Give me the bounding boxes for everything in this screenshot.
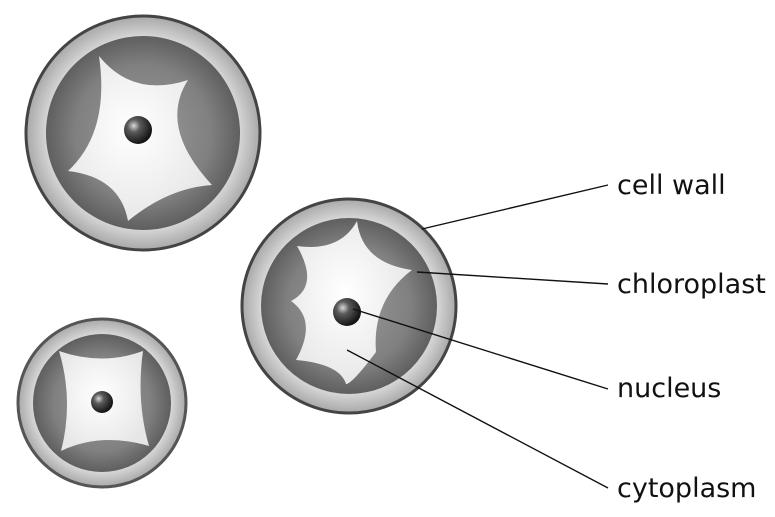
- chloroplast-label: chloroplast: [617, 269, 766, 300]
- nucleus-label: nucleus: [617, 373, 721, 404]
- nucleus: [124, 116, 152, 144]
- cell-wall-leader-line: [422, 185, 608, 229]
- cytoplasm-leader-line: [347, 350, 608, 488]
- cell-wall-label: cell wall: [617, 170, 726, 201]
- nucleus: [333, 298, 361, 326]
- nucleus: [91, 391, 113, 413]
- plant-cell-large: [26, 16, 260, 250]
- plant-cell-labelled: [242, 199, 456, 413]
- plant-cell-small: [18, 319, 186, 487]
- cytoplasm-label: cytoplasm: [617, 473, 756, 504]
